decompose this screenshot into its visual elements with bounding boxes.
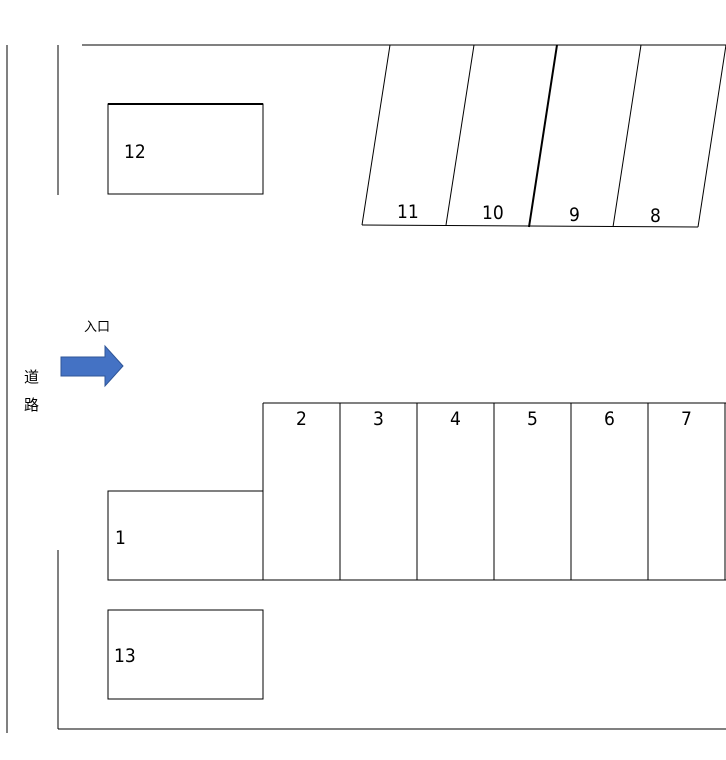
diagonal-divider-1 xyxy=(361,44,391,226)
diagonal-divider-5 xyxy=(697,44,726,228)
diagonal-divider-3 xyxy=(528,44,558,228)
entrance-label: 入口 xyxy=(84,320,110,335)
parking-space-3-label: 3 xyxy=(373,408,384,430)
parking-space-13-label: 13 xyxy=(114,645,136,667)
entrance-arrow-icon xyxy=(60,344,124,388)
parking-space-6-label: 6 xyxy=(604,408,615,430)
diagonal-spaces xyxy=(361,44,726,228)
diagonal-divider-2 xyxy=(445,44,475,226)
diagonal-divider-4 xyxy=(612,44,642,228)
parking-space-8-label: 8 xyxy=(650,205,661,227)
parking-space-9-label: 9 xyxy=(569,204,580,226)
parking-space-2-label: 2 xyxy=(296,408,307,430)
parking-space-5-label: 5 xyxy=(527,408,538,430)
parking-space-4-label: 4 xyxy=(450,408,461,430)
road-label-char-1: 道 xyxy=(24,368,39,386)
parking-space-7-label: 7 xyxy=(681,408,692,430)
parking-space-1 xyxy=(107,490,264,581)
parking-space-1-label: 1 xyxy=(115,527,126,549)
parking-space-11-label: 11 xyxy=(397,201,419,223)
parking-space-10-label: 10 xyxy=(482,202,504,224)
road-label-char-2: 路 xyxy=(24,396,39,414)
parking-space-12-label: 12 xyxy=(124,141,146,163)
diagonal-spaces-bottom xyxy=(361,224,699,228)
parking-space-13 xyxy=(107,609,264,700)
